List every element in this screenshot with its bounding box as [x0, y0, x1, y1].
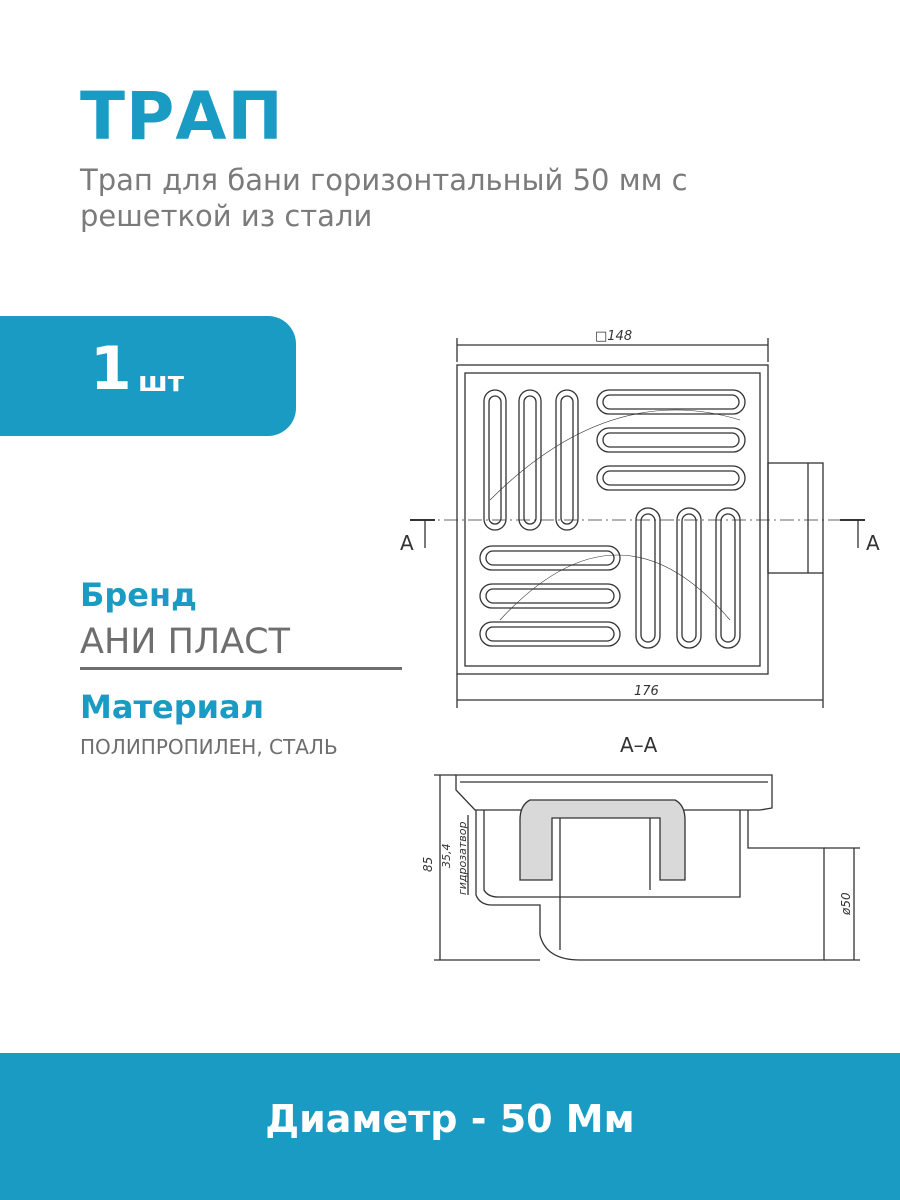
technical-drawing: □148 176 А А А–А 85 35,4 гидрозатвор ø50: [400, 329, 880, 961]
quantity-number: 1: [90, 334, 132, 404]
brand-label: Бренд: [80, 576, 197, 614]
section-mark-right: А: [866, 531, 880, 555]
seal-dimension: 35,4: [440, 844, 453, 869]
material-label: Материал: [80, 688, 265, 726]
outlet-dimension: ø50: [839, 892, 853, 916]
seal-label: гидрозатвор: [456, 822, 469, 895]
section-title: А–А: [620, 733, 658, 757]
diameter-label: Диаметр - 50 Мм: [265, 1097, 635, 1141]
section-mark-left: А: [400, 531, 414, 555]
height-dimension: 85: [421, 857, 435, 872]
footer-banner: [0, 1053, 900, 1200]
material-value: ПОЛИПРОПИЛЕН, СТАЛЬ: [80, 735, 338, 759]
width-dimension: 176: [634, 684, 659, 699]
quantity-badge: [0, 316, 296, 436]
product-title: ТРАП: [80, 78, 284, 155]
brand-value: АНИ ПЛАСТ: [80, 622, 290, 662]
product-subtitle: Трап для бани горизонтальный 50 мм с реш…: [80, 163, 688, 233]
top-dimension: □148: [595, 329, 632, 344]
spec-divider: [80, 667, 402, 670]
quantity-unit: шт: [138, 365, 184, 398]
